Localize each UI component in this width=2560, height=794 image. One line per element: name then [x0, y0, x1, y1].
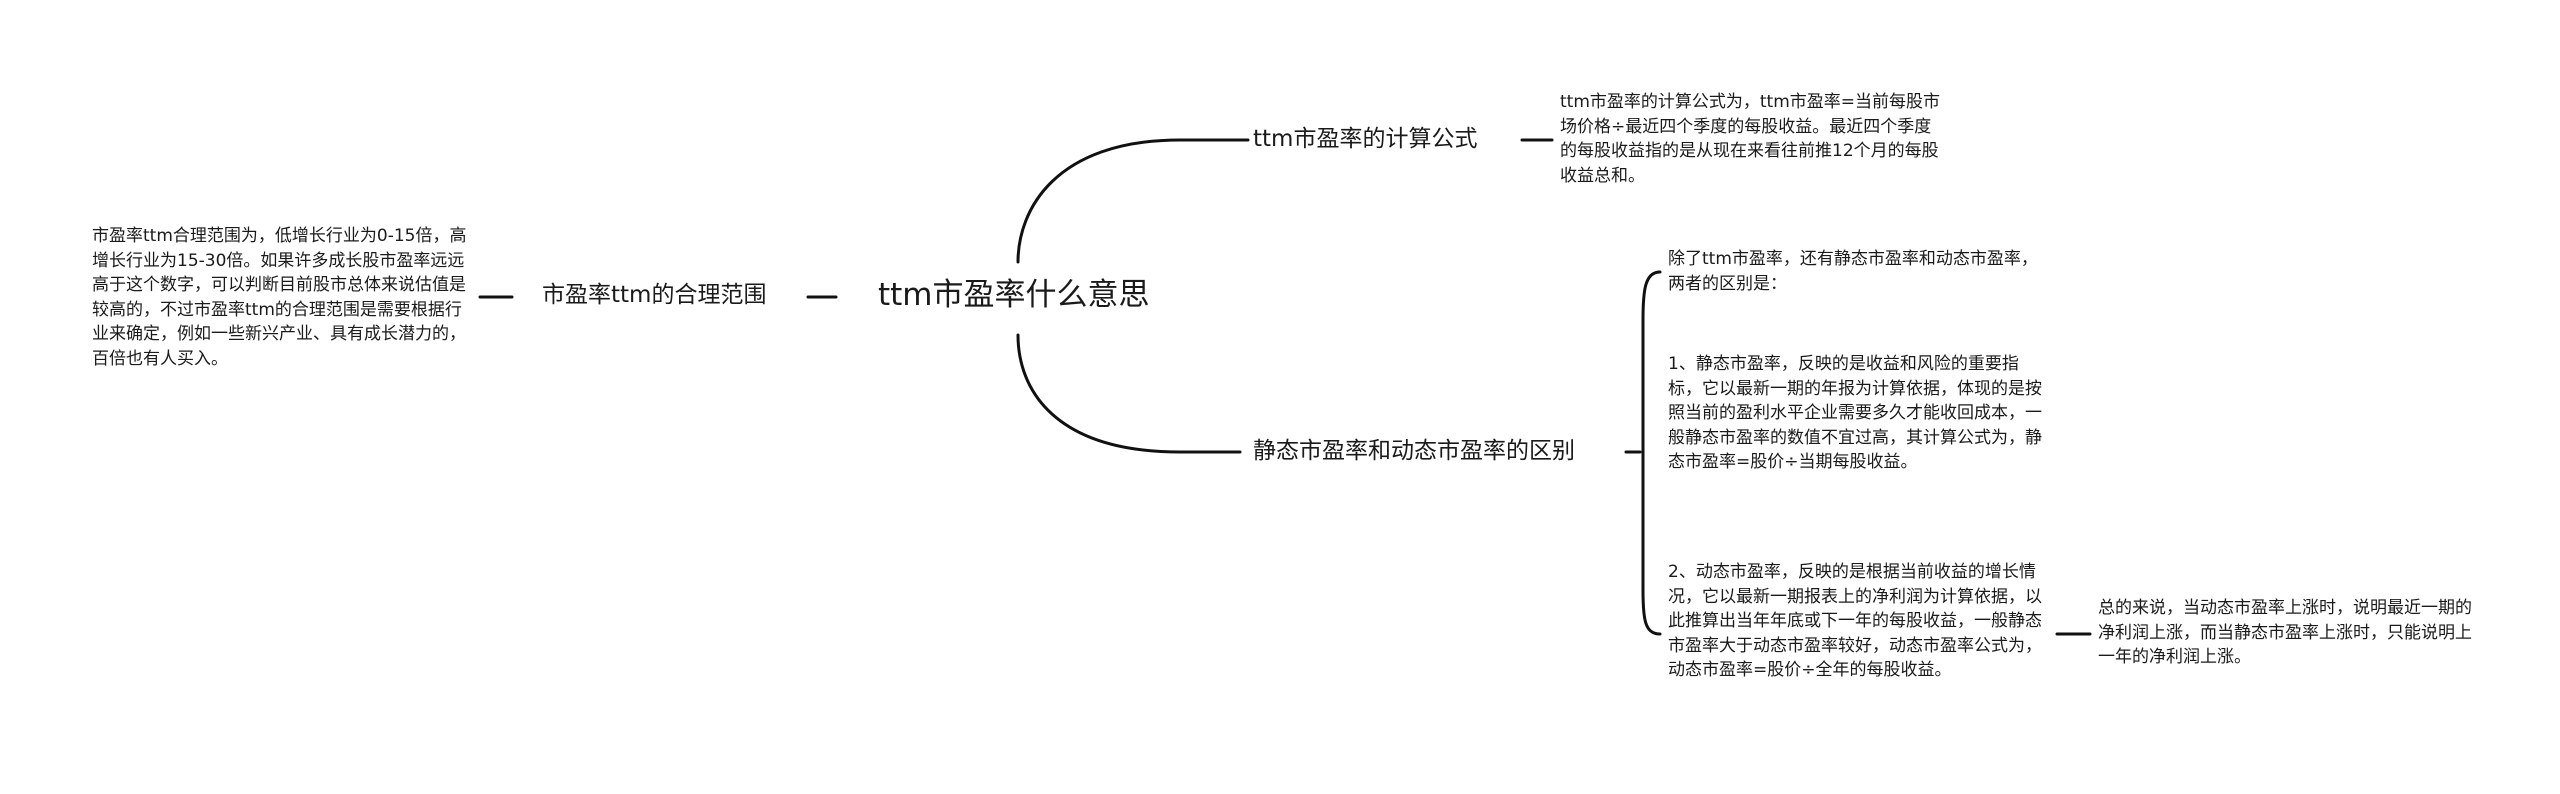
note-static-pe[interactable]: 1、静态市盈率，反映的是收益和风险的重要指标，它以最新一期的年报为计算依据，体现…: [1668, 352, 2050, 475]
topic-calculation-formula[interactable]: ttm市盈率的计算公式: [1253, 126, 1478, 152]
note-calculation-formula-text: ttm市盈率的计算公式为，ttm市盈率=当前每股市场价格÷最近四个季度的每股收益…: [1560, 92, 1941, 186]
topic-reasonable-range[interactable]: 市盈率ttm的合理范围: [542, 282, 767, 308]
note-intro-text: 除了ttm市盈率，还有静态市盈率和动态市盈率，两者的区别是：: [1668, 249, 2038, 294]
connector-root-to-difference: [1016, 333, 1242, 454]
note-intro[interactable]: 除了ttm市盈率，还有静态市盈率和动态市盈率，两者的区别是：: [1668, 247, 2050, 296]
root-topic[interactable]: ttm市盈率什么意思: [878, 277, 1150, 313]
note-dynamic-pe-text: 2、动态市盈率，反映的是根据当前收益的增长情况，它以最新一期报表上的净利润为计算…: [1668, 562, 2042, 680]
note-reasonable-range-text: 市盈率ttm合理范围为，低增长行业为0-15倍，高增长行业为15-30倍。如果许…: [92, 226, 467, 369]
topic-static-vs-dynamic[interactable]: 静态市盈率和动态市盈率的区别: [1253, 438, 1575, 464]
note-summary-text: 总的来说，当动态市盈率上涨时，说明最近一期的净利润上涨，而当静态市盈率上涨时，只…: [2098, 598, 2472, 667]
note-dynamic-pe[interactable]: 2、动态市盈率，反映的是根据当前收益的增长情况，它以最新一期报表上的净利润为计算…: [1668, 560, 2050, 683]
note-summary[interactable]: 总的来说，当动态市盈率上涨时，说明最近一期的净利润上涨，而当静态市盈率上涨时，只…: [2098, 596, 2480, 670]
note-reasonable-range[interactable]: 市盈率ttm合理范围为，低增长行业为0-15倍，高增长行业为15-30倍。如果许…: [92, 224, 470, 371]
note-calculation-formula[interactable]: ttm市盈率的计算公式为，ttm市盈率=当前每股市场价格÷最近四个季度的每股收益…: [1560, 90, 1945, 188]
connector-root-to-formula: [1016, 138, 1250, 264]
bracket-difference-children: [1641, 270, 1662, 636]
note-static-pe-text: 1、静态市盈率，反映的是收益和风险的重要指标，它以最新一期的年报为计算依据，体现…: [1668, 354, 2042, 472]
